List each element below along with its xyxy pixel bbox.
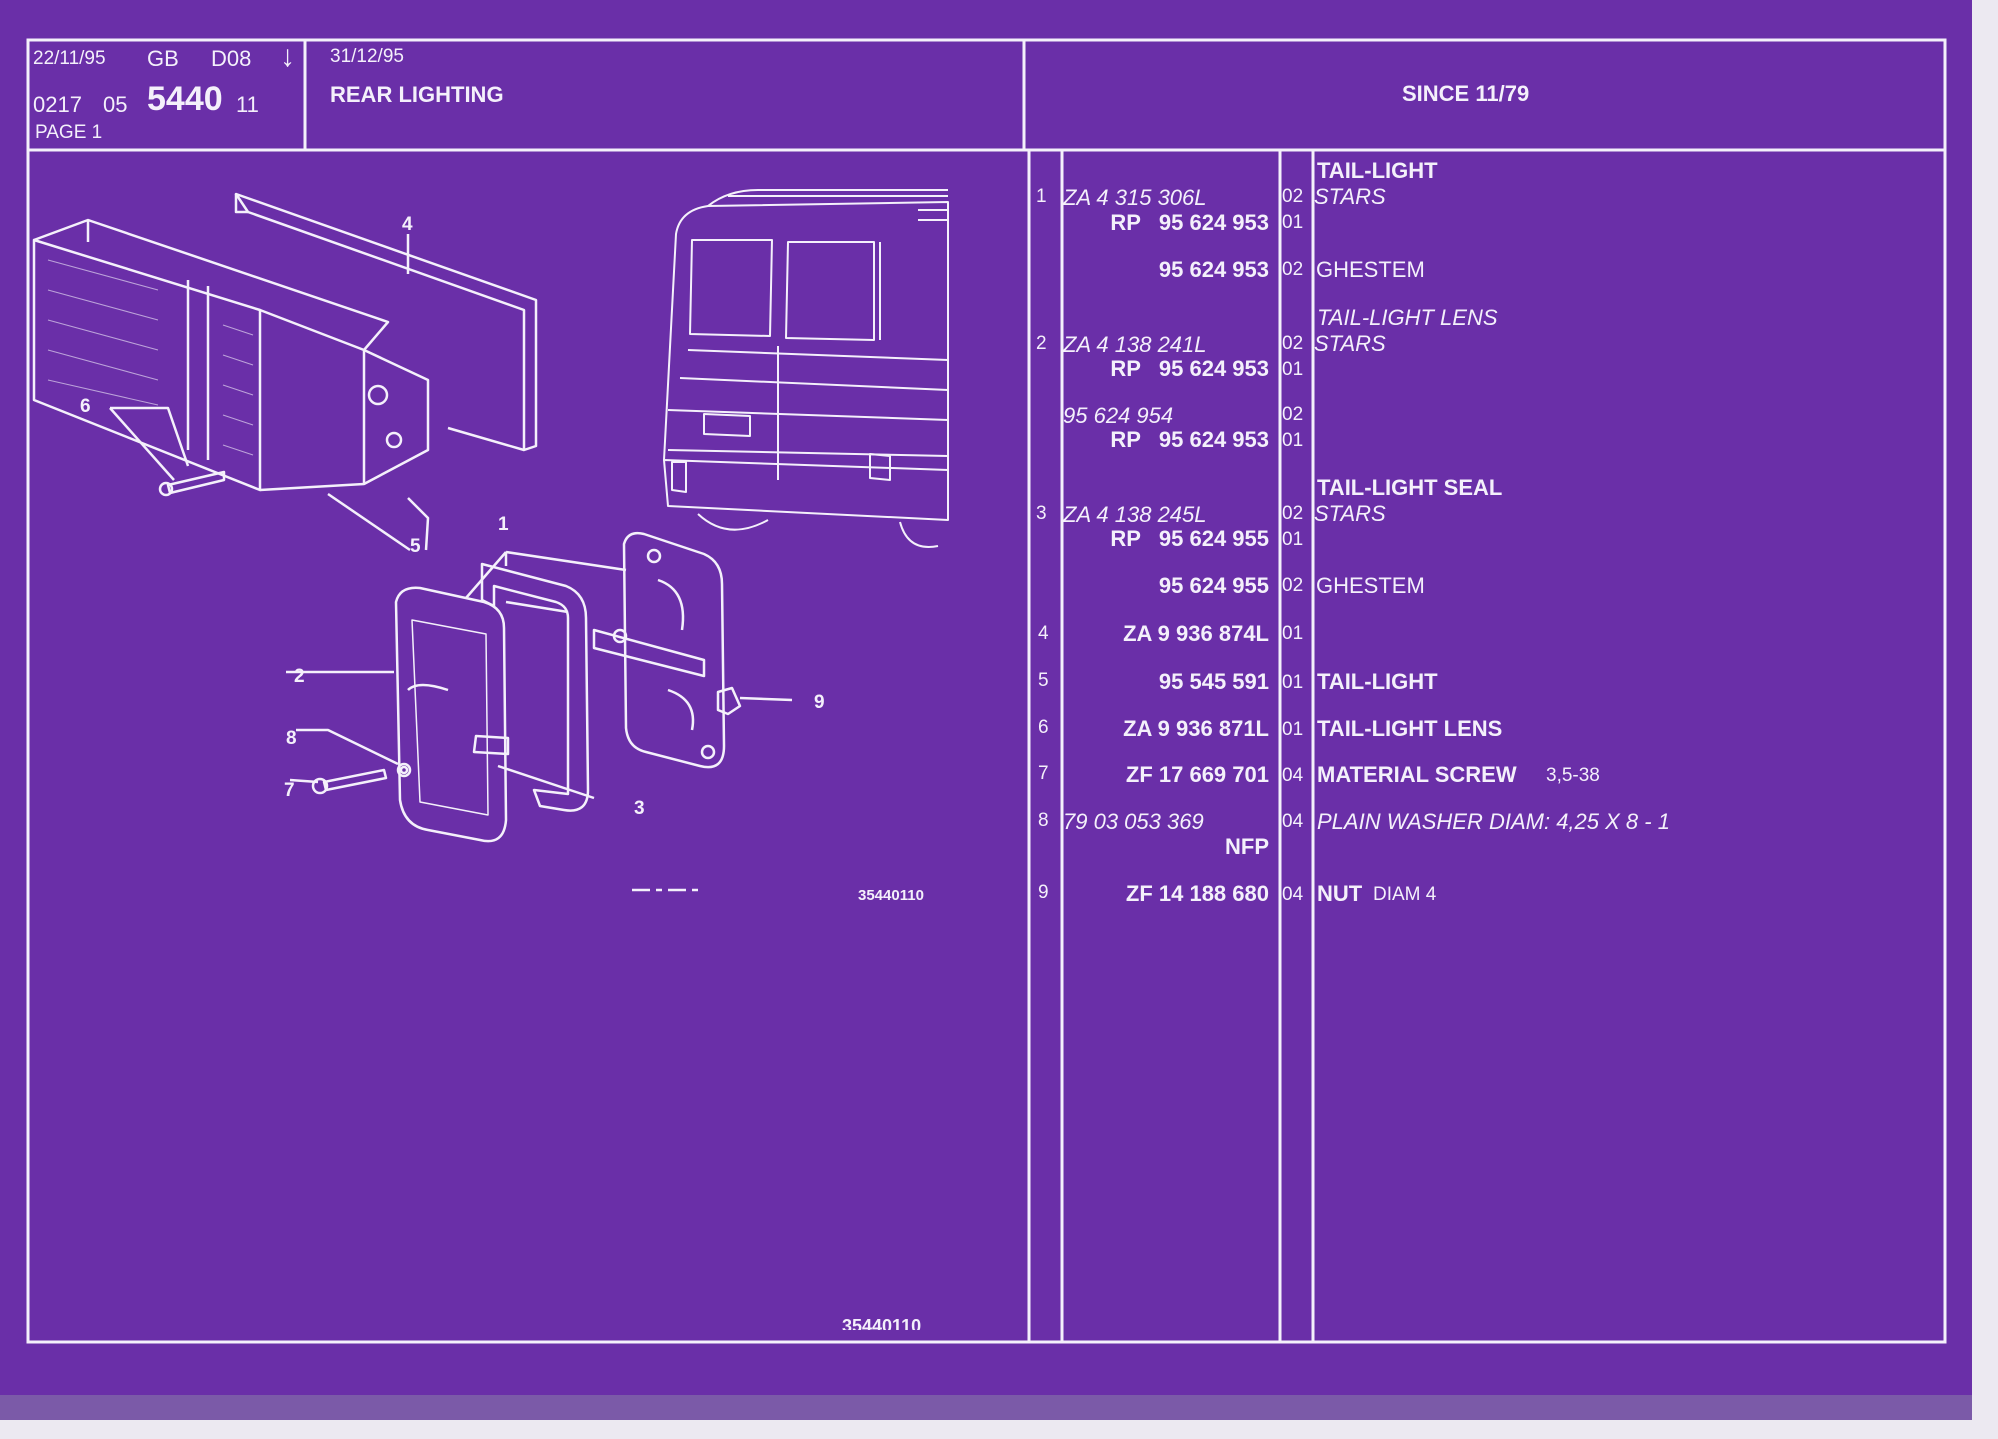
callout-1: 1	[498, 514, 509, 535]
part-note: MATERIAL SCREW	[1317, 762, 1517, 787]
part-note-detail: DIAM 4	[1373, 884, 1437, 905]
tail-light-seal-frame	[234, 192, 538, 452]
callout-6: 6	[80, 396, 91, 417]
part-reference: 95 545 591	[1158, 669, 1269, 694]
item-number: 5	[1038, 670, 1049, 691]
header-code: D08	[211, 46, 252, 71]
part-quantity: 02	[1282, 259, 1304, 280]
part-reference: RP 95 624 953	[1110, 427, 1269, 452]
part-note: STARS	[1314, 331, 1386, 356]
part-reference: NFP	[1225, 834, 1269, 859]
part-reference: RP 95 624 953	[1110, 356, 1269, 381]
since-date: SINCE 11/79	[1402, 81, 1530, 106]
part-note: GHESTEM	[1316, 257, 1425, 282]
exploded-view-drawing: 4 6 5 1 2 8 7 3 9 35440110 35440110	[32, 189, 949, 1330]
part-note: STARS	[1314, 184, 1386, 209]
header-language: GB	[147, 46, 179, 71]
part-reference: ZF 14 188 680	[1125, 881, 1269, 906]
tail-light-assembly	[32, 218, 430, 492]
part-group-name: TAIL-LIGHT LENS	[1317, 305, 1498, 330]
nut-9	[716, 686, 793, 716]
part-quantity: 02	[1282, 186, 1304, 207]
part-reference: ZA 9 936 874L	[1123, 621, 1269, 646]
part-reference: ZF 17 669 701	[1125, 762, 1269, 787]
drawing-ref-small: 35440110	[858, 887, 924, 904]
item-number: 9	[1038, 882, 1049, 903]
lamp-holder-plate	[592, 531, 726, 769]
header-date-1: 22/11/95	[33, 48, 106, 69]
part-quantity: 01	[1282, 430, 1304, 451]
part-quantity: 02	[1282, 333, 1304, 354]
page-title: REAR LIGHTING	[330, 82, 504, 107]
screw-6	[158, 470, 226, 497]
round-seal-frame	[480, 562, 590, 812]
part-reference: 95 624 954	[1063, 403, 1174, 428]
arrow-down-icon: ↓	[280, 40, 295, 73]
part-reference: RP 95 624 955	[1110, 526, 1269, 551]
part-quantity: 01	[1282, 212, 1304, 233]
part-quantity: 02	[1282, 575, 1304, 596]
part-note: PLAIN WASHER DIAM: 4,25 X 8 - 1	[1317, 809, 1670, 834]
header-number-a: 0217	[33, 92, 82, 117]
part-note: STARS	[1314, 501, 1386, 526]
part-quantity: 01	[1282, 672, 1304, 693]
header-date-2: 31/12/95	[330, 46, 404, 67]
item-number: 7	[1038, 763, 1049, 784]
item-number: 4	[1038, 623, 1049, 644]
sheet-edge-band	[0, 1395, 1972, 1420]
item-number: 8	[1038, 810, 1049, 831]
part-reference: ZA 9 936 871L	[1123, 716, 1269, 741]
part-note: TAIL-LIGHT	[1317, 669, 1438, 694]
item-number: 6	[1038, 717, 1049, 738]
part-note-detail: 3,5-38	[1546, 765, 1600, 786]
callout-3: 3	[634, 798, 645, 819]
part-quantity: 04	[1282, 884, 1304, 905]
callout-4: 4	[402, 214, 413, 235]
part-quantity: 02	[1282, 503, 1304, 524]
tail-light-round-assembly	[394, 586, 510, 843]
part-reference: 95 624 953	[1158, 257, 1269, 282]
part-reference: 79 03 053 369	[1063, 809, 1204, 834]
part-reference: ZA 4 315 306L	[1063, 185, 1207, 210]
callout-9: 9	[814, 692, 825, 713]
part-note: GHESTEM	[1316, 573, 1425, 598]
part-group-name: TAIL-LIGHT	[1317, 158, 1438, 183]
header-number-b: 05	[103, 92, 128, 117]
outer-border	[26, 38, 1947, 1344]
part-quantity: 04	[1282, 811, 1304, 832]
part-group-name: TAIL-LIGHT SEAL	[1317, 475, 1503, 500]
part-reference: ZA 4 138 245L	[1063, 502, 1207, 527]
part-quantity: 01	[1282, 529, 1304, 550]
part-quantity: 02	[1282, 404, 1304, 425]
callout-8: 8	[286, 728, 297, 749]
page-number: PAGE 1	[35, 122, 103, 143]
callout-5: 5	[410, 536, 421, 557]
item-number: 1	[1036, 186, 1047, 207]
callout-2: 2	[294, 666, 305, 687]
group-number: 5440	[147, 80, 223, 118]
part-note: NUT	[1317, 881, 1363, 906]
item-number: 2	[1036, 333, 1047, 354]
part-quantity: 01	[1282, 719, 1304, 740]
part-quantity: 01	[1282, 623, 1304, 644]
parts-sheet	[0, 0, 1972, 1420]
part-reference: ZA 4 138 241L	[1063, 332, 1207, 357]
item-number: 3	[1036, 503, 1047, 524]
part-note: TAIL-LIGHT LENS	[1317, 716, 1503, 741]
van-rear-view	[663, 189, 949, 548]
header-number-c: 11	[236, 92, 259, 117]
drawing-ref-bottom: 35440110	[842, 1316, 921, 1330]
part-quantity: 04	[1282, 765, 1304, 786]
part-reference: 95 624 955	[1158, 573, 1269, 598]
callout-7: 7	[284, 780, 295, 801]
part-quantity: 01	[1282, 359, 1304, 380]
part-reference: RP 95 624 953	[1110, 210, 1269, 235]
screw-7-washer-8	[311, 762, 412, 795]
